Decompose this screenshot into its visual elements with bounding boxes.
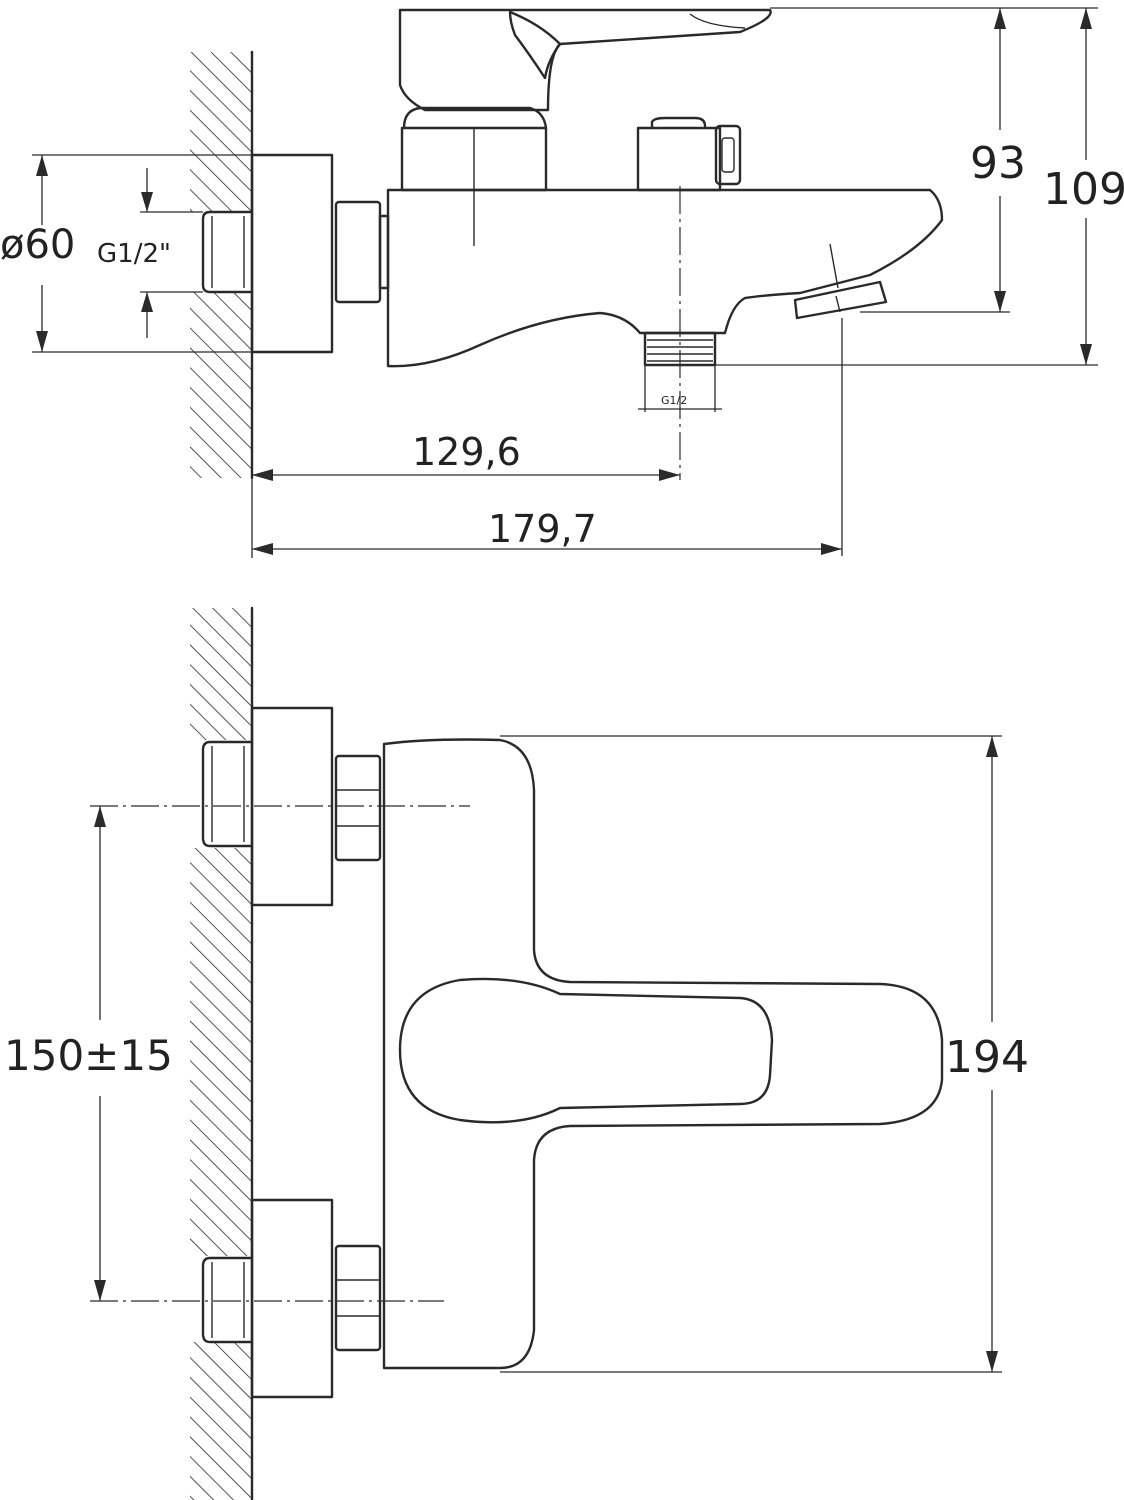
dim-overall-width: 194 (945, 1032, 1029, 1083)
side-connector (334, 200, 382, 304)
side-dimensions: ø60 G1/2" G1/2 129,6 179,7 93 (0, 7, 1124, 558)
dim-reach-total: 179,7 (488, 507, 597, 551)
dim-outlet-thread: G1/2 (661, 394, 687, 407)
side-view (190, 8, 944, 480)
front-lever (398, 977, 774, 1124)
front-view (90, 606, 944, 1500)
side-escutcheon (250, 153, 334, 354)
dim-inlet-spacing: 150±15 (4, 1031, 173, 1080)
front-escutcheon-lower (250, 1198, 334, 1399)
side-inlet-thread (201, 210, 254, 294)
dim-height-outlet: 93 (970, 138, 1026, 189)
dim-reach-outlet: 129,6 (412, 430, 521, 474)
side-diverter (636, 116, 742, 192)
dim-thread: G1/2" (97, 239, 171, 269)
side-outlet-thread (643, 331, 717, 367)
side-lever (398, 8, 772, 112)
front-connector-lower (334, 1244, 382, 1352)
front-body (382, 738, 944, 1370)
side-aerator (793, 280, 888, 320)
front-connector-upper (334, 754, 382, 862)
front-wall (190, 606, 254, 1500)
front-escutcheon-upper (250, 706, 334, 907)
side-body (386, 188, 944, 368)
side-wall (190, 50, 254, 480)
dim-height-total: 109 (1043, 164, 1124, 215)
dim-diameter: ø60 (0, 222, 75, 268)
front-dimensions: 150±15 194 (4, 735, 1029, 1373)
